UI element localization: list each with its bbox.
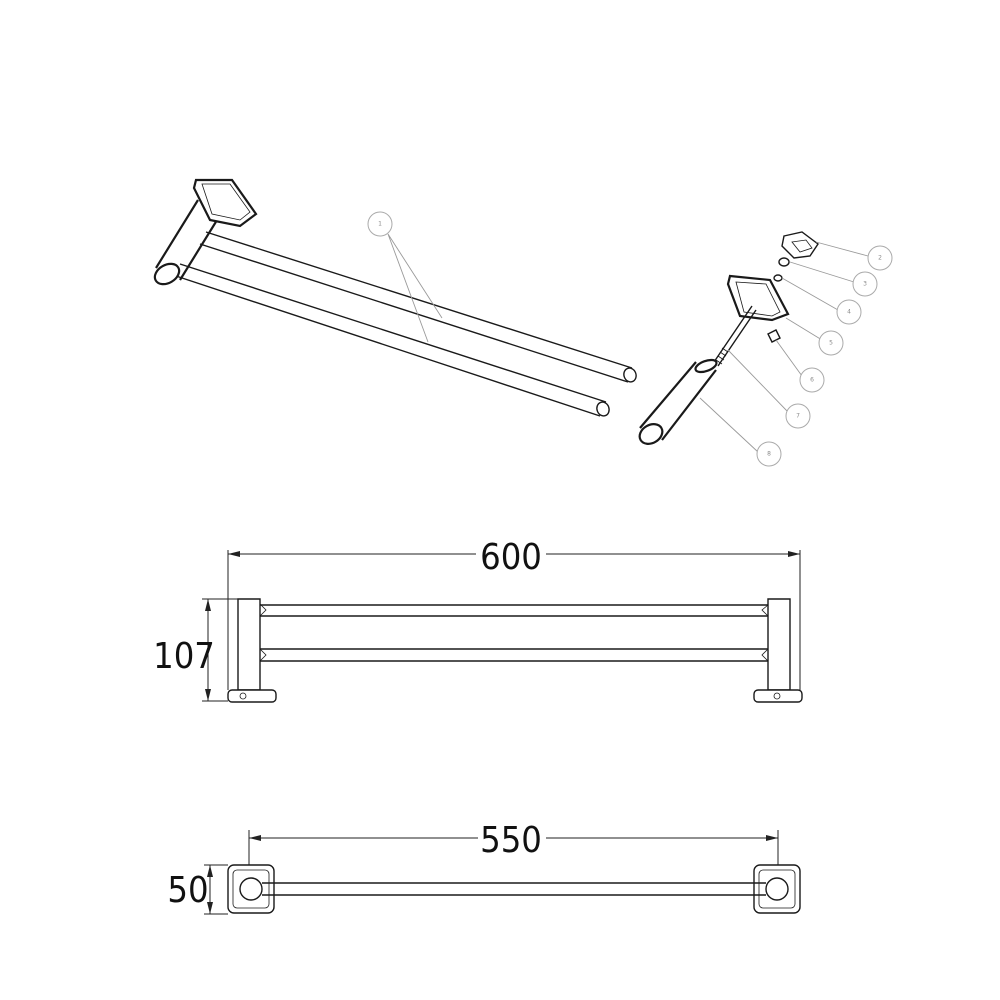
- svg-text:7: 7: [796, 413, 800, 420]
- svg-text:6: 6: [810, 377, 814, 384]
- dimension-length-550: 550: [480, 820, 542, 861]
- dimension-height-107: 107: [153, 636, 215, 677]
- svg-text:5: 5: [829, 340, 833, 347]
- callout-bubble-8: 8: [756, 441, 782, 467]
- svg-text:4: 4: [847, 309, 851, 316]
- callout-bubble-7: 7: [785, 403, 811, 429]
- dimension-length-600: 600: [480, 537, 542, 578]
- callout-bubble-6: 6: [799, 367, 825, 393]
- isometric-assembled-rack: [153, 178, 637, 417]
- svg-text:2: 2: [878, 255, 882, 262]
- callout-bubble-4: 4: [836, 299, 862, 325]
- svg-text:8: 8: [767, 451, 771, 458]
- callout-bubble-5: 5: [818, 330, 844, 356]
- callout-leaders: [387, 233, 869, 453]
- dimension-depth-50: 50: [167, 870, 208, 911]
- svg-text:1: 1: [378, 221, 382, 228]
- front-view: 600 107: [153, 537, 803, 703]
- callout-bubble-2: 2: [867, 245, 893, 271]
- top-view: 550 50: [167, 820, 801, 915]
- svg-text:3: 3: [863, 281, 867, 288]
- callout-bubble-3: 3: [852, 271, 878, 297]
- exploded-parts: [638, 231, 819, 445]
- callout-bubble-1: 1: [367, 211, 393, 237]
